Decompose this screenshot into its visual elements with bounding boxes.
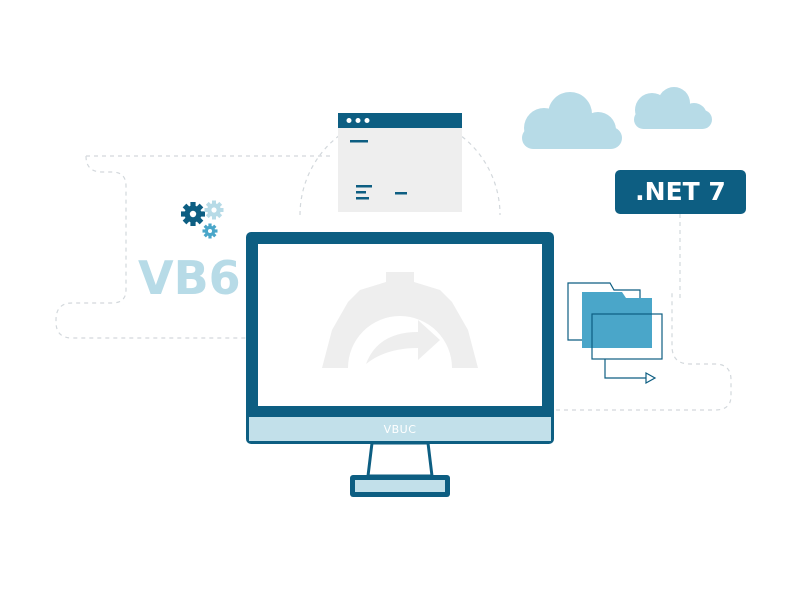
tool-label: VBUC [383, 423, 417, 436]
folders-icon [567, 282, 663, 385]
code-window-icon [338, 113, 462, 212]
monitor-icon [246, 232, 554, 497]
cloud-icon [634, 87, 712, 129]
source-label: VB6 [138, 251, 241, 305]
target-badge: .NET 7 [615, 170, 746, 214]
cloud-icon [522, 92, 622, 149]
gear-arrow-icon [322, 272, 478, 368]
gears-icon [181, 200, 224, 239]
